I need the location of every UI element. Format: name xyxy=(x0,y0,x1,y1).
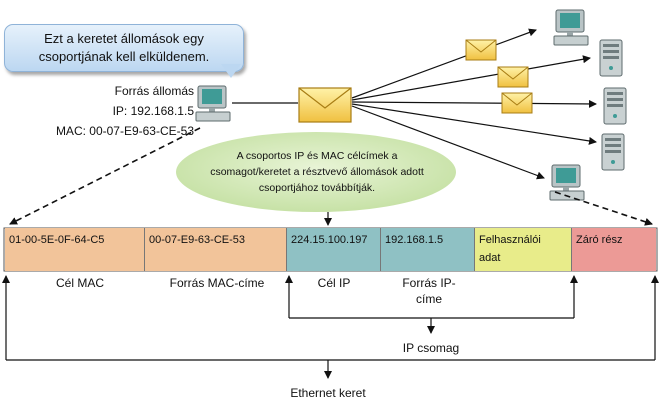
source-host-ip: IP: 192.168.1.5 xyxy=(112,104,194,118)
callout-line-1: Ezt a keretet állomások egy xyxy=(44,31,204,46)
envelope-icon xyxy=(465,39,497,61)
note-ellipse xyxy=(176,132,456,212)
label-dest-mac: Cél MAC xyxy=(55,276,104,290)
envelope-icon xyxy=(501,92,533,114)
dashed-arrows xyxy=(9,127,653,226)
server-tower-icon xyxy=(601,133,625,171)
source-host-title: Forrás állomás xyxy=(114,84,194,98)
ethernet-frame-bracket xyxy=(2,275,659,379)
label-src-mac: Forrás MAC-címe xyxy=(169,276,265,290)
server-tower-icon xyxy=(603,87,627,125)
cell-text: 192.168.1.5 xyxy=(385,234,444,246)
callout-tail xyxy=(221,64,241,78)
cell-text: adat xyxy=(479,252,501,264)
multicast-arrows xyxy=(351,28,597,180)
frame-cell-dest-mac: 01-00-5E-0F-64-C5 xyxy=(5,228,145,271)
callout-bubble: Ezt a keretet állomások egy csoportjának… xyxy=(4,24,244,72)
cell-text: 01-00-5E-0F-64-C5 xyxy=(9,234,105,246)
label-src-ip-line-1: Forrás IP- xyxy=(402,276,456,290)
label-src-ip-line-2: címe xyxy=(415,292,442,306)
server-tower-icon xyxy=(599,39,623,77)
source-host-mac: MAC: 00-07-E9-63-CE-53 xyxy=(55,124,194,138)
cell-text: Záró rész xyxy=(576,234,623,246)
desktop-computer-icon xyxy=(549,164,585,201)
frame-cell-src-mac: 00-07-E9-63-CE-53 xyxy=(145,228,287,271)
ip-packet-bracket xyxy=(285,275,578,334)
frame-cell-trailer: Záró rész xyxy=(572,228,656,271)
callout-line-2: csoportjának kell elküldenem. xyxy=(38,49,210,64)
label-ip-packet: IP csomag xyxy=(402,341,460,355)
cell-text: 224.15.100.197 xyxy=(291,234,368,246)
multicast-envelope-icon xyxy=(298,87,352,123)
source-computer-icon xyxy=(195,85,231,122)
note-line-3: csoportjához továbbítják. xyxy=(258,182,376,194)
cell-text: 00-07-E9-63-CE-53 xyxy=(149,234,245,246)
frame-cell-user-data: Felhasználói adat xyxy=(475,228,572,271)
desktop-computer-icon xyxy=(553,9,589,46)
envelope-icon xyxy=(497,66,529,88)
note-line-2: csomagot/keretet a résztvevő állomások a… xyxy=(210,166,424,178)
frame-cell-dest-ip: 224.15.100.197 xyxy=(287,228,381,271)
note-text: A csoportos IP és MAC célcímek a csomago… xyxy=(196,148,438,196)
frame-cell-src-ip: 192.168.1.5 xyxy=(381,228,475,271)
note-line-1: A csoportos IP és MAC célcímek a xyxy=(236,150,398,162)
label-dest-ip: Cél IP xyxy=(317,276,351,290)
cell-text: Felhasználói xyxy=(479,234,541,246)
label-ethernet-frame: Ethernet keret xyxy=(290,386,366,400)
